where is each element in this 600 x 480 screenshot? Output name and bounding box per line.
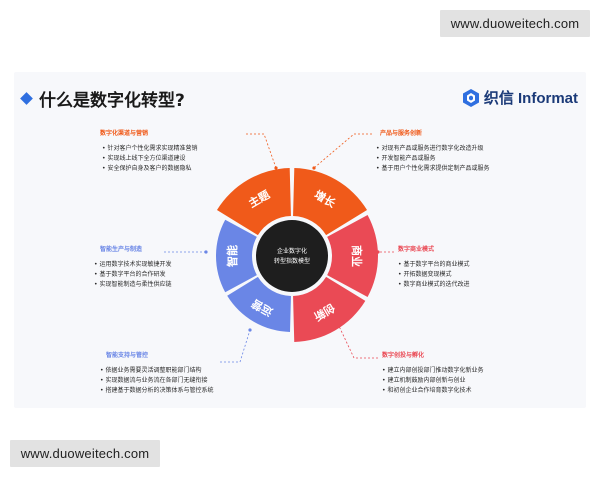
list-item: 基于数字平台的合作研发 [94,270,171,280]
callout-bottom-left-list: 依据业务需要灵活调整职能部门结构 实现数据流与业务流在各部门无缝衔接 搭建基于数… [100,366,213,396]
callout-bottom-right-list: 建立内部创投部门推动数字化新业务 建立机制鼓励内部创新与创业 和初创企业合作培育… [382,366,483,396]
leader-dot-3 [204,250,208,254]
leader-line-1 [246,133,277,169]
list-item: 基于数字平台的商业模式 [398,260,469,270]
watermark-top: www.duoweitech.com [440,10,590,37]
model-wheel: 主题增长商业创新运营智能 企业数字化 转型指数模型 [164,133,394,363]
segment-label-6: 智能 [225,245,239,267]
segment-1 [216,168,291,236]
list-item: 实现数据流与业务流在各部门无缝衔接 [100,376,213,386]
list-item: 数字商业模式的迭代改进 [398,280,469,290]
center-circle [256,220,328,292]
callout-top-right-list: 对现有产品或服务进行数字化改造升级 开发智能产品或服务 基于用户个性化需求提供定… [376,144,489,174]
list-item: 实现线上线下全方位渠道建设 [102,154,197,164]
segment-label-3: 商业 [350,245,364,267]
leader-line-2 [313,133,372,169]
list-item: 基于用户个性化需求提供定制产品或服务 [376,164,489,174]
list-item: 针对客户个性化需求实现精准营销 [102,144,197,154]
segment-6 [215,219,257,293]
callout-bottom-left-title: 智能支持与管控 [106,352,149,359]
segment-5 [227,276,291,332]
list-item: 开拓数据变现模式 [398,270,469,280]
watermark-bottom: www.duoweitech.com [10,440,160,467]
callout-top-left-title: 数字化渠道与营销 [100,130,149,137]
callout-bottom-right-title: 数字创投与孵化 [382,352,425,359]
brand: 织信 Informat [462,87,578,108]
center-line1: 企业数字化 [277,247,307,255]
callout-mid-left-list: 运用数字技术实现敏捷开发 基于数字平台的合作研发 实现智能制造与柔性供应链 [94,260,171,290]
list-item: 实现智能制造与柔性供应链 [94,280,171,290]
list-item: 建立机制鼓励内部创新与创业 [382,376,483,386]
list-item: 建立内部创投部门推动数字化新业务 [382,366,483,376]
segment-2 [293,168,368,236]
wheel-segments: 主题增长商业创新运营智能 [215,168,378,342]
callout-top-left-list: 针对客户个性化需求实现精准营销 实现线上线下全方位渠道建设 安全保护自身及客户的… [102,144,197,174]
page-title: 什么是数字化转型? [39,91,185,111]
list-item: 开发智能产品或服务 [376,154,489,164]
list-item: 对现有产品或服务进行数字化改造升级 [376,144,489,154]
list-item: 运用数字技术实现敏捷开发 [94,260,171,270]
leader-line-5 [220,329,251,363]
leader-dot-1 [274,166,278,170]
callout-mid-right-title: 数字商业模式 [398,246,435,253]
slide: 什么是数字化转型? 织信 Informat 主题增长商业创新运营智能 企业数字化… [14,72,586,408]
callout-leaders [164,133,394,363]
leader-dot-2 [312,166,316,170]
title-area: 什么是数字化转型? [20,86,185,111]
callout-top-right-title: 产品与服务创新 [380,130,423,137]
center-line2: 转型指数模型 [274,257,310,265]
list-item: 和初创企业合作培育数字化技术 [382,386,483,396]
list-item: 搭建基于数据分析的决策体系与管控系统 [100,386,213,396]
brand-logo-icon [462,88,479,107]
brand-name: 织信 Informat [483,90,578,107]
segment-4 [293,276,366,342]
segment-3 [327,214,378,298]
callout-mid-left-title: 智能生产与制造 [100,246,143,253]
callout-mid-right-list: 基于数字平台的商业模式 开拓数据变现模式 数字商业模式的迭代改进 [398,260,469,290]
leader-dot-5 [248,328,252,332]
leader-line-6 [337,323,378,359]
list-item: 依据业务需要灵活调整职能部门结构 [100,366,213,376]
list-item: 安全保护自身及客户的数据隐私 [102,164,197,174]
